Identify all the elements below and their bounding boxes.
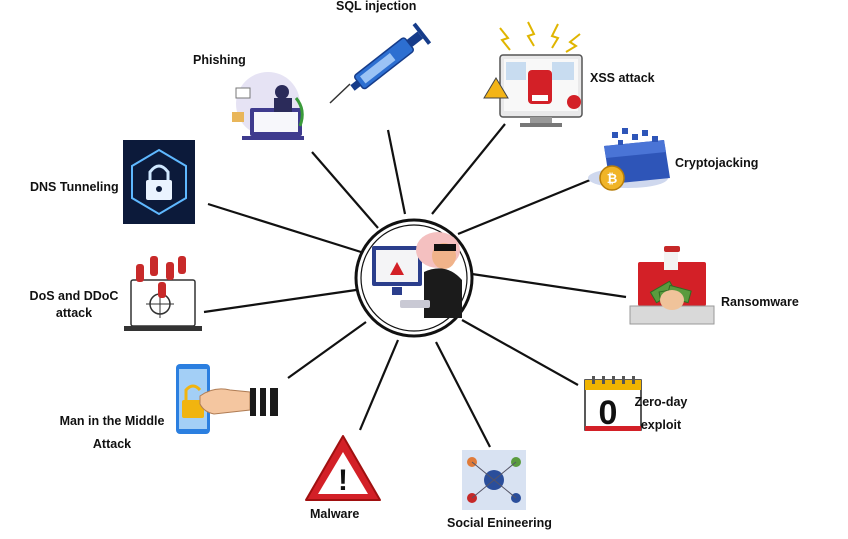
label-dos-ddos-line1: DoS and DDoC [29, 289, 119, 303]
connector-lines [203, 123, 627, 448]
label-dos-ddos: DoS and DDoC attack [28, 288, 120, 322]
connector-cryptojacking [457, 178, 591, 236]
label-ransomware: Ransomware [721, 295, 799, 309]
phone-hand-icon [176, 364, 278, 434]
warning-triangle-icon: ! [305, 435, 381, 501]
crypto-server-icon: ₿ [588, 128, 670, 191]
connector-zero-day [461, 319, 579, 386]
calendar-zero-icon: 0 [584, 376, 642, 432]
hacker-at-computer-icon [354, 218, 474, 338]
label-mitm: Man in the Middle Attack [52, 410, 172, 456]
connector-phishing [311, 151, 379, 229]
label-cryptojacking: Cryptojacking [675, 156, 759, 170]
label-dos-ddos-line2: attack [55, 306, 93, 320]
label-zero-day: Zero-day exploit [628, 391, 694, 437]
connector-xss [431, 123, 506, 215]
label-malware: Malware [310, 507, 360, 521]
label-xss: XSS attack [590, 71, 655, 85]
label-zero-day-line1: Zero-day [634, 395, 688, 409]
xss-monitor-icon [483, 21, 583, 127]
bombs-laptop-icon [124, 256, 202, 331]
syringe-icon [329, 22, 432, 104]
label-phishing: Phishing [193, 53, 246, 67]
connector-sql-injection [386, 129, 407, 215]
calendar-digit: 0 [599, 394, 618, 432]
ransomware-laptop-icon [629, 246, 715, 325]
svg-text:₿: ₿ [607, 172, 618, 187]
label-social-engineering: Social Enineering [447, 516, 552, 530]
connector-ransomware [471, 272, 627, 299]
connector-mitm [287, 321, 367, 379]
phishing-hook-icon [232, 72, 304, 140]
label-sql-injection: SQL injection [336, 0, 417, 13]
padlock-hexagon-icon [123, 140, 195, 224]
label-dns-tunneling: DNS Tunneling [30, 180, 119, 194]
connector-dos-ddos [203, 288, 357, 314]
label-mitm-line1: Man in the Middle [59, 414, 165, 428]
connector-social [435, 341, 491, 448]
warning-mark: ! [338, 464, 348, 497]
label-mitm-line2: Attack [92, 437, 132, 451]
connector-dns-tunneling [207, 202, 362, 254]
label-zero-day-line2: exploit [640, 418, 682, 432]
connector-malware [358, 339, 400, 431]
social-network-icon [462, 450, 526, 510]
